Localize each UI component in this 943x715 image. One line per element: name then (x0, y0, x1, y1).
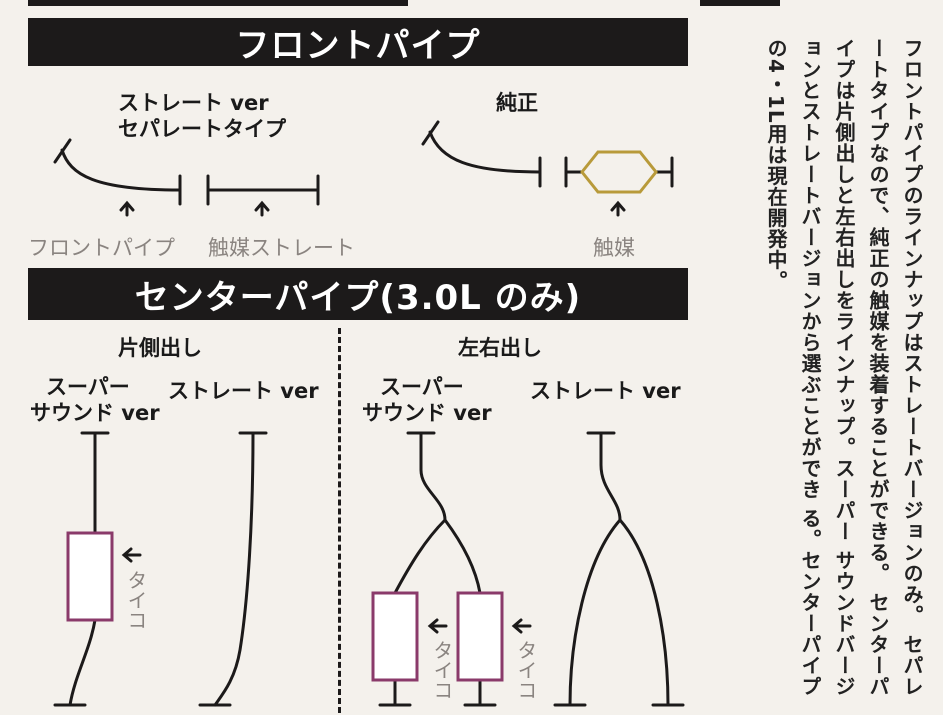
dual-exit-label: 左右出し (458, 336, 542, 360)
stock-front-pipe-curve (428, 130, 542, 174)
catalyst-straight-caption: 触媒ストレート (208, 236, 355, 260)
description-line-3: センターパイプは片側出しと左右出しをラインナップ。スーパー (832, 38, 890, 697)
catalyst-shape (580, 150, 658, 194)
straight-ver-label: ストレート ver (118, 91, 269, 115)
muffler-dual-left (371, 591, 419, 682)
dual-ss-split-right (443, 518, 482, 595)
description-line-1: フロントパイプのラインナップはストレートバージョンのみ。 (900, 38, 924, 626)
straight-ver-label-1: ストレート ver (168, 379, 319, 403)
dual-ss-upper (419, 431, 447, 522)
dual-st-upper (599, 431, 622, 522)
front-pipe-title: フロントパイプ (235, 25, 481, 66)
single-exit-label: 片側出し (118, 336, 202, 360)
muffler-dual-right (456, 591, 504, 682)
dual-ss-split-left (393, 518, 447, 595)
dual-st-left (568, 518, 622, 707)
catalyst-caption: 触媒 (593, 236, 635, 260)
description-text: フロントパイプのラインナップはストレートバージョンのみ。 セパレートタイプなので… (759, 38, 929, 708)
top-strip-right (700, 0, 780, 6)
front-pipe-banner: フロントパイプ (28, 18, 688, 66)
stock-label: 純正 (496, 91, 538, 115)
super-sound-label-1-line1: スーパー (46, 375, 130, 399)
description-line-4: サウンドバージョンとストレートバージョンから選ぶことができ (798, 38, 856, 697)
super-sound-label-2-line2: サウンド ver (362, 401, 492, 425)
muffler-single (66, 531, 114, 622)
single-st-pipe (213, 431, 255, 707)
front-pipe-flange (53, 138, 72, 164)
super-sound-label-2-line1: スーパー (380, 375, 464, 399)
separate-type-label: セパレートタイプ (118, 117, 286, 141)
description-line-5: る。センターパイプの4・1L用は現在開発中。 (764, 38, 822, 697)
front-pipe-caption: フロントパイプ (28, 236, 175, 260)
center-pipe-banner: センターパイプ(3.0L のみ) (28, 268, 688, 320)
super-sound-label-1-line2: サウンド ver (30, 401, 160, 425)
arrow-cat-straight (254, 200, 270, 217)
arrow-catalyst (610, 200, 626, 217)
taiko-label-3: タイコ (514, 640, 538, 700)
center-pipe-title: センターパイプ(3.0L のみ) (134, 277, 582, 318)
top-strip-left (28, 0, 408, 6)
single-ss-pipe-bottom (68, 618, 97, 707)
front-pipe-curve (60, 148, 182, 192)
arrow-front-pipe (119, 200, 135, 217)
arrow-taiko-1 (121, 547, 142, 563)
straight-ver-label-2: ストレート ver (530, 379, 681, 403)
stock-front-pipe-flange (421, 120, 440, 146)
taiko-label-2: タイコ (430, 640, 454, 700)
section-divider (338, 328, 341, 713)
dual-st-right (618, 518, 670, 707)
description-line-2: セパレートタイプなので、純正の触媒を装着することができる。 (866, 38, 924, 697)
taiko-label-1: タイコ (124, 570, 148, 630)
arrow-taiko-2 (427, 618, 448, 634)
arrow-taiko-3 (511, 618, 532, 634)
